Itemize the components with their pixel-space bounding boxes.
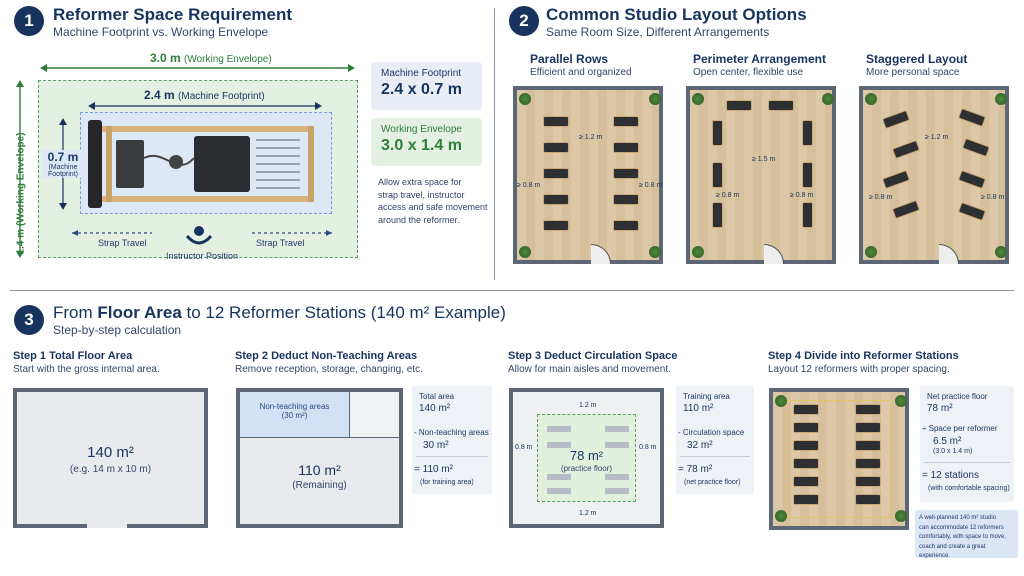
step-4-floor-plan: [769, 388, 909, 530]
layout-perimeter-desc: Open center, flexible use: [693, 67, 804, 78]
instructor-position-label: Instructor Position: [166, 251, 239, 261]
layout-staggered-desc: More personal space: [866, 67, 960, 78]
layout-parallel-desc: Efficient and organized: [530, 67, 632, 78]
section-2-subtitle: Same Room Size, Different Arrangements: [546, 25, 770, 39]
section-1-badge: 1: [14, 6, 44, 36]
machine-width-label: 2.4 m (Machine Footprint): [140, 88, 269, 102]
step-4-desc: Layout 12 reformers with proper spacing.: [768, 364, 950, 375]
envelope-depth-label: 1.4 m (Working Envelope): [15, 132, 27, 255]
working-envelope-card: Working Envelope 3.0 x 1.4 m: [371, 118, 482, 166]
section-3-title: From Floor Area to 12 Reformer Stations …: [53, 303, 506, 322]
strap-travel-left: Strap Travel: [98, 238, 147, 248]
step-1-desc: Start with the gross internal area.: [13, 364, 160, 375]
strap-travel-right: Strap Travel: [256, 238, 305, 248]
layout-parallel-room: ≥ 1.2 m ≥ 0.8 m ≥ 0.8 m: [513, 86, 663, 264]
step-3-desc: Allow for main aisles and movement.: [508, 364, 671, 375]
machine-depth-label: 0.7 m (Machine Footprint): [42, 150, 84, 178]
section-3-badge: 3: [14, 305, 44, 335]
reformer-machine-icon: [88, 120, 314, 208]
step-2-floor-plan: Non-teaching areas (30 m²) 110 m² (Remai…: [236, 388, 403, 528]
layout-staggered-room: ≥ 1.2 m ≥ 0.8 m ≥ 0.8 m: [859, 86, 1009, 264]
step-1-floor-plan: 140 m² (e.g. 14 m x 10 m): [13, 388, 208, 528]
layout-staggered-title: Staggered Layout: [866, 52, 968, 66]
section-divider-horizontal: [10, 290, 1014, 291]
step-2-heading: Step 2 Deduct Non-Teaching Areas: [235, 350, 418, 362]
layout-parallel-title: Parallel Rows: [530, 52, 609, 66]
strap-travel-arrows: [72, 230, 332, 236]
spacing-note: Allow extra space for strap travel, inst…: [378, 177, 488, 225]
envelope-depth-arrow: [16, 80, 24, 258]
step-3-heading: Step 3 Deduct Circulation Space: [508, 350, 678, 362]
envelope-width-arrow: [40, 64, 355, 72]
instructor-icon: [186, 226, 212, 245]
machine-footprint-card: Machine Footprint 2.4 x 0.7 m: [371, 62, 482, 110]
step-4-calc-panel: Net practice floor 78 m² ÷ Space per ref…: [920, 386, 1014, 502]
envelope-width-label: 3.0 m (Working Envelope): [146, 51, 276, 65]
section-2-badge: 2: [509, 6, 539, 36]
machine-width-arrow: [88, 102, 322, 110]
layout-perimeter-title: Perimeter Arrangement: [693, 52, 826, 66]
section-divider-vertical: [494, 8, 495, 280]
step-2-desc: Remove reception, storage, changing, etc…: [235, 364, 423, 375]
step-2-calc-panel: Total area 140 m² - Non-teaching areas 3…: [412, 386, 492, 494]
step-1-heading: Step 1 Total Floor Area: [13, 350, 133, 362]
layout-perimeter-room: ≥ 1.5 m ≥ 0.8 m ≥ 0.8 m: [686, 86, 836, 264]
section-3-subtitle: Step-by-step calculation: [53, 323, 182, 337]
section-1-title: Reformer Space Requirement: [53, 5, 293, 24]
step-4-heading: Step 4 Divide into Reformer Stations: [768, 350, 959, 362]
non-teaching-zone: Non-teaching areas (30 m²): [240, 392, 350, 438]
section-2-title: Common Studio Layout Options: [546, 5, 807, 24]
step-4-footnote: A well-planned 140 m² studio can accommo…: [915, 510, 1018, 559]
section-1-subtitle: Machine Footprint vs. Working Envelope: [53, 25, 269, 39]
step-3-calc-panel: Training area 110 m² - Circulation space…: [676, 386, 754, 494]
step-3-floor-plan: 1.2 m 1.2 m 0.8 m 0.8 m 78 m² (practice …: [509, 388, 664, 528]
